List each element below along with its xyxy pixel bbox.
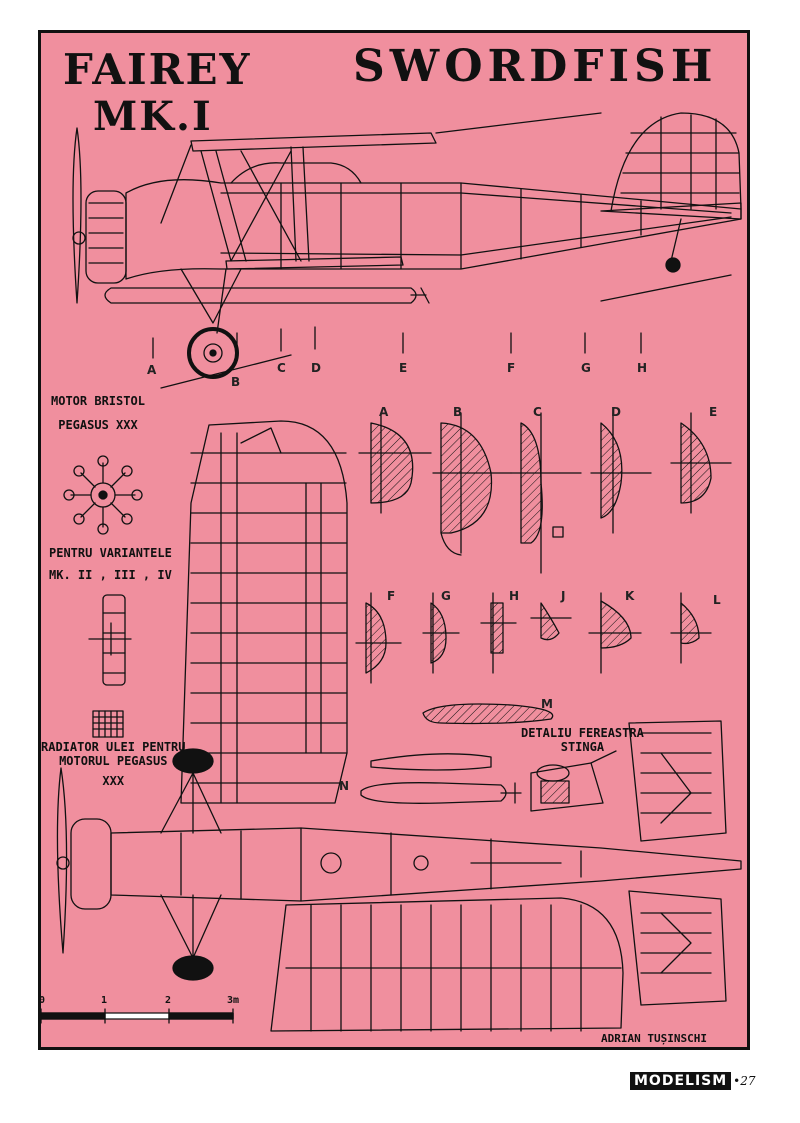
- aerofoil-m: [422, 703, 554, 725]
- section-label-e: E: [709, 405, 718, 419]
- sections-row-1: [358, 412, 732, 574]
- section-label-c: C: [533, 405, 542, 419]
- side-view: [72, 112, 742, 389]
- station-label-b: B: [231, 375, 241, 389]
- variants-label: PENTRU VARIANTELE MK. II , III , IV: [49, 546, 172, 583]
- section-label-a: A: [379, 405, 389, 419]
- title-mk1: MK.I: [93, 93, 213, 140]
- scale-tick-1: 1: [101, 995, 108, 1006]
- section-label-g: G: [441, 589, 451, 603]
- title-fairey: FAIREY: [63, 45, 252, 94]
- torpedo-detail: [360, 753, 522, 804]
- window-label-line1: DETALIU FEREASTRA: [521, 726, 644, 740]
- radial-engine-drawing: [63, 455, 143, 535]
- scale-tick-2: 2: [165, 995, 172, 1006]
- section-label-f: F: [387, 589, 396, 603]
- engine-label-line2: PEGASUS XXX: [58, 417, 138, 432]
- blueprint-sheet: FAIREY SWORDFISH MK.I A B C D E F G H A …: [38, 30, 750, 1050]
- magazine-brand: MODELISM: [630, 1072, 732, 1090]
- plan-view-wing: [180, 420, 348, 804]
- section-label-h: H: [509, 589, 520, 603]
- station-label-c: C: [277, 361, 286, 375]
- section-label-b: B: [453, 405, 463, 419]
- aircraft-drawing: [41, 112, 742, 1032]
- station-label-d: D: [311, 361, 321, 375]
- variants-label-line1: PENTRU VARIANTELE: [49, 546, 172, 560]
- radiator-label: RADIATOR ULEI PENTRU MOTORUL PEGASUS XXX: [41, 740, 186, 788]
- sections-row-2: [355, 592, 712, 684]
- window-label: DETALIU FEREASTRA STINGA: [521, 726, 644, 755]
- engine-side-drawing: [88, 594, 132, 686]
- scale-bar-graphic: [41, 1008, 234, 1024]
- title-swordfish: SWORDFISH: [353, 41, 718, 92]
- station-label-g: G: [581, 361, 591, 375]
- station-label-a: A: [147, 363, 157, 377]
- page-footer: MODELISM•27: [630, 1070, 756, 1090]
- label-m: M: [541, 697, 553, 711]
- author-credit: ADRIAN TUȘINSCHI: [601, 1032, 707, 1045]
- radiator-label-line2: MOTORUL PEGASUS: [59, 753, 168, 768]
- station-label-h: H: [637, 361, 648, 375]
- radiator-label-line3: XXX: [102, 773, 125, 788]
- engine-label-line1: MOTOR BRISTOL: [51, 394, 145, 408]
- station-ticks: [152, 326, 642, 359]
- station-label-e: E: [399, 361, 408, 375]
- variants-label-line2: MK. II , III , IV: [49, 567, 172, 582]
- section-label-k: K: [625, 589, 635, 603]
- window-label-line2: STINGA: [560, 739, 605, 754]
- plan-view: [56, 720, 742, 1032]
- section-label-l: L: [713, 593, 721, 607]
- label-n: N: [339, 779, 350, 793]
- section-label-d: D: [611, 405, 621, 419]
- page-number: •27: [733, 1074, 756, 1088]
- scale-tick-0: 0: [39, 995, 46, 1006]
- oil-radiator-drawing: [92, 710, 124, 738]
- engine-label: MOTOR BRISTOL PEGASUS XXX: [51, 394, 145, 433]
- radiator-label-line1: RADIATOR ULEI PENTRU: [41, 740, 186, 754]
- section-label-j: J: [561, 589, 566, 603]
- station-label-f: F: [507, 361, 516, 375]
- scale-tick-3: 3m: [227, 995, 240, 1006]
- window-detail-drawing: [530, 750, 617, 812]
